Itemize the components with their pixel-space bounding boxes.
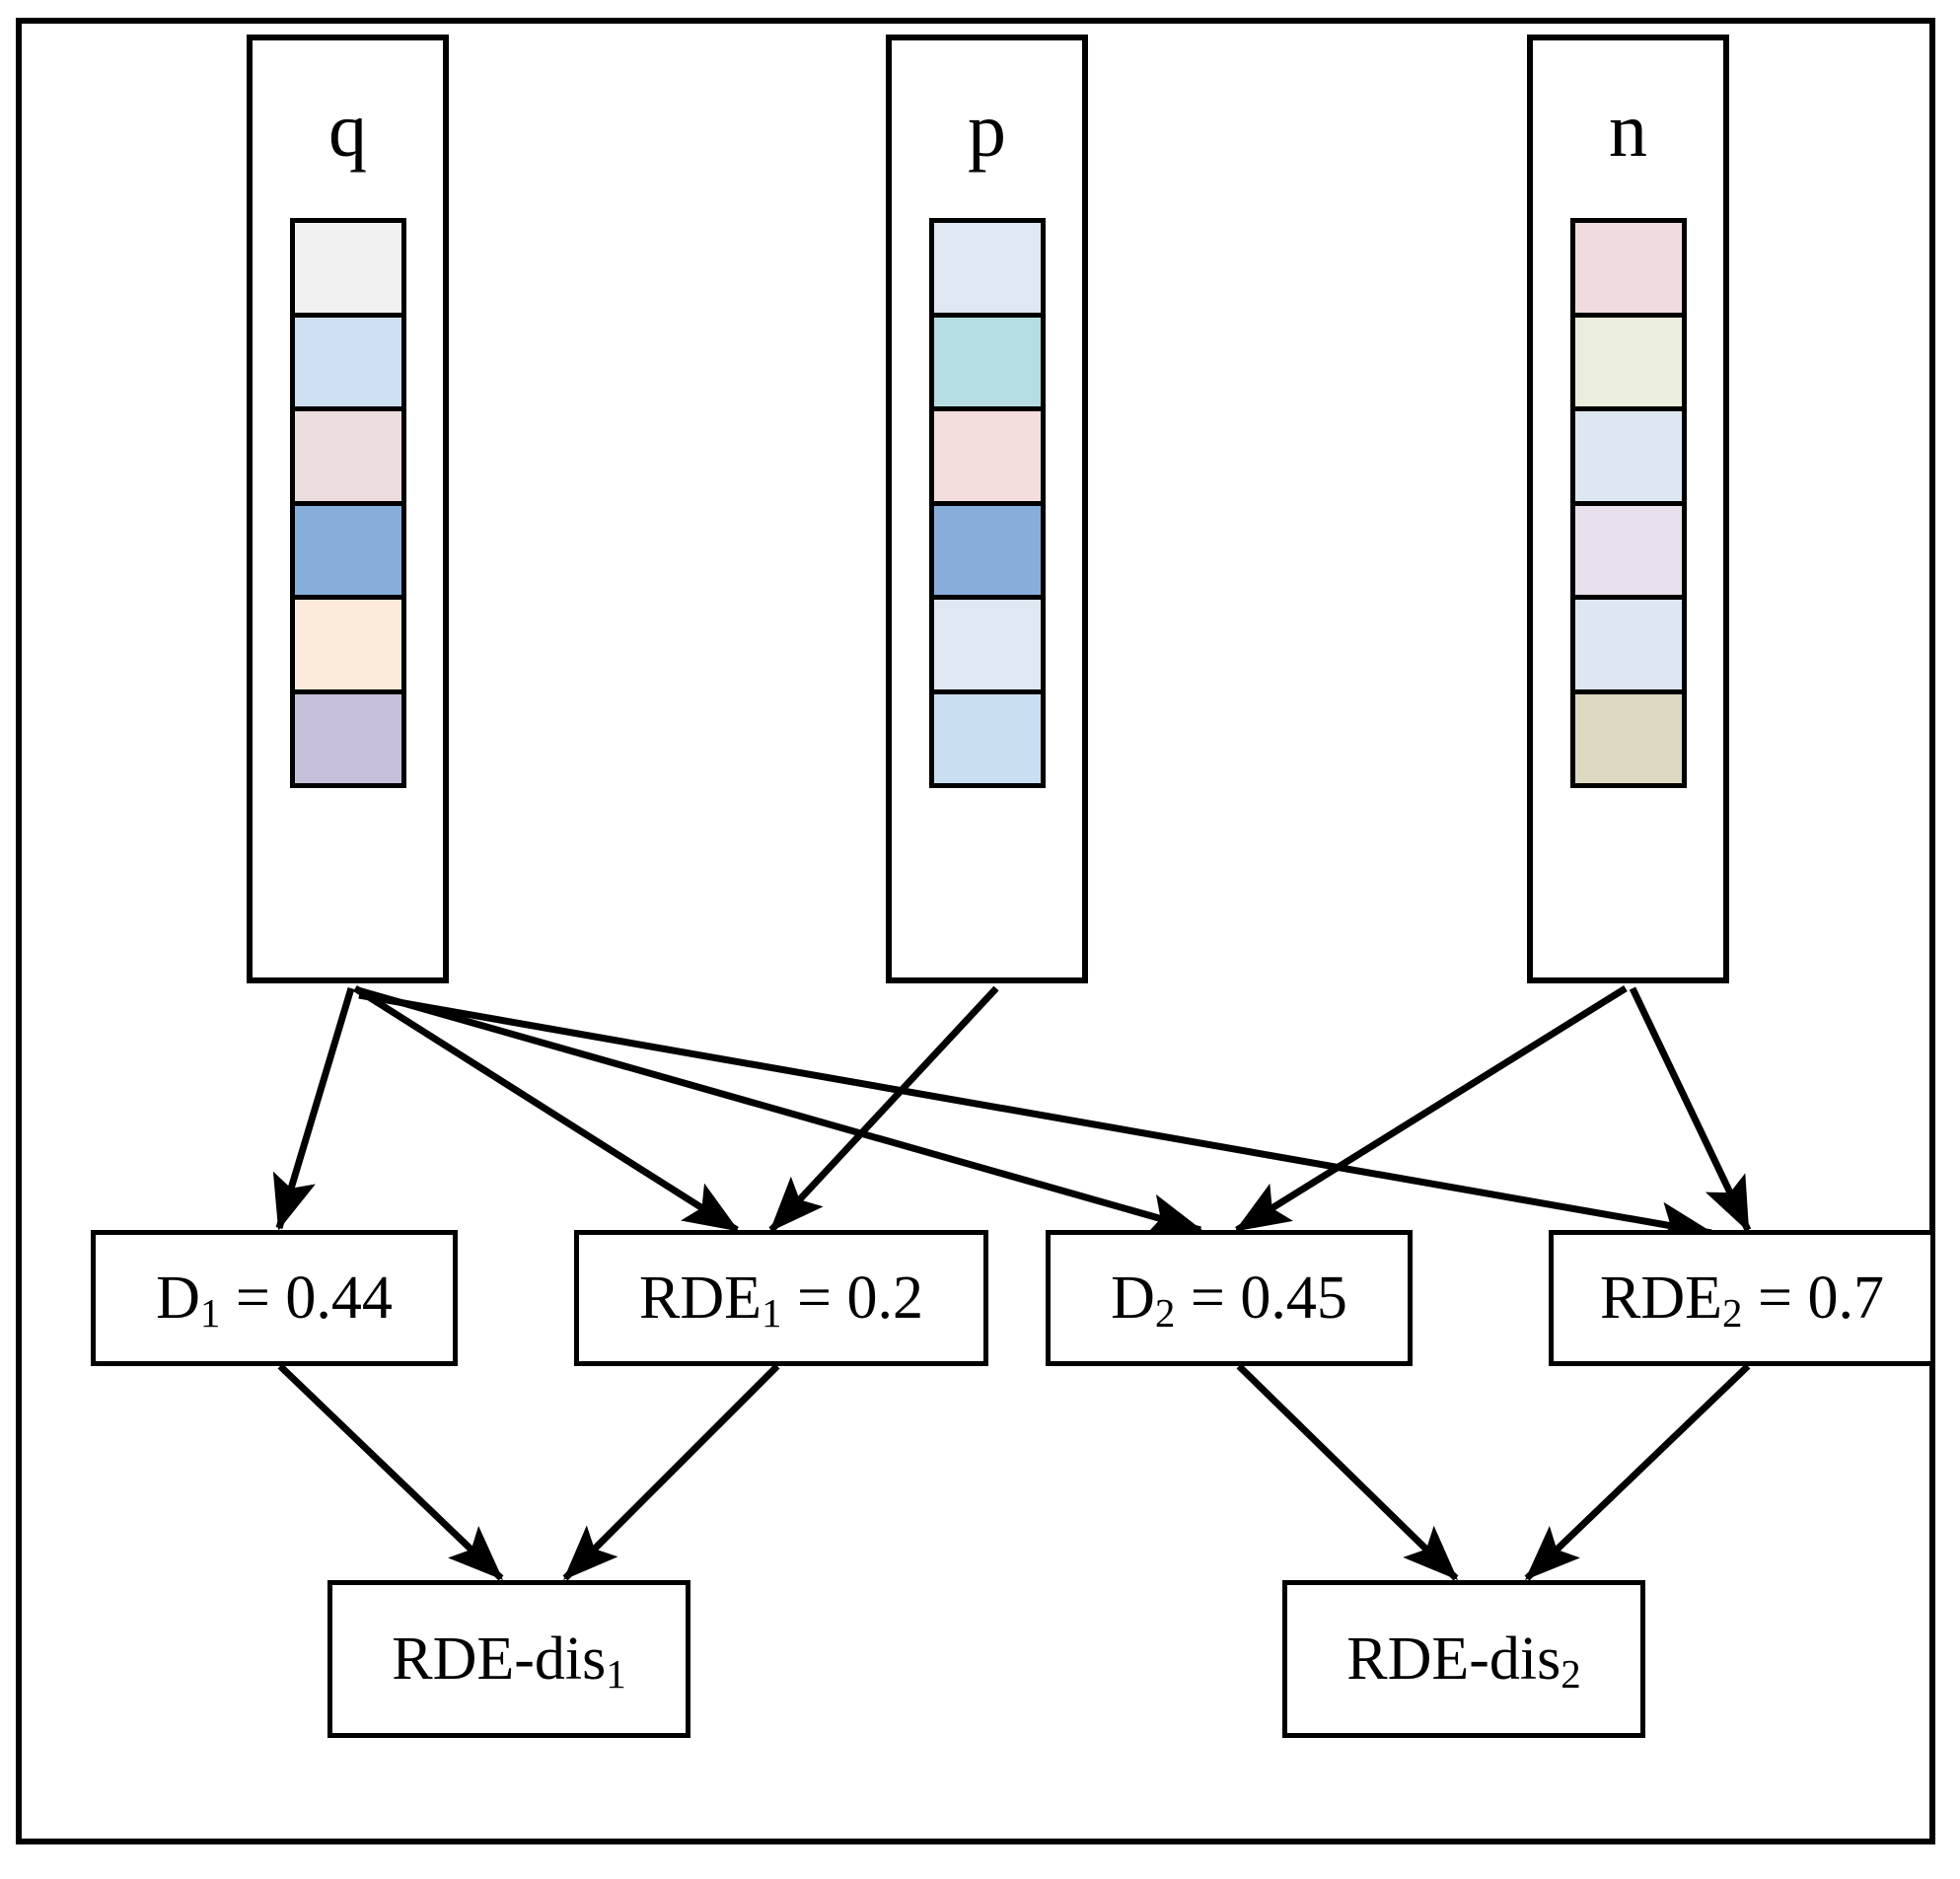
metric-label-rde1: RDE1 = 0.2 <box>639 1265 923 1336</box>
vector-strip-q <box>289 218 406 788</box>
output-box-rdedis2: RDE-dis2 <box>1282 1580 1645 1738</box>
output-box-rdedis1: RDE-dis1 <box>327 1580 690 1738</box>
vector-cell <box>294 223 401 318</box>
vector-cell <box>933 693 1041 783</box>
vector-label-p: p <box>968 87 1006 173</box>
vector-cell <box>933 505 1041 600</box>
vector-label-n: n <box>1609 87 1647 173</box>
vector-cell <box>1574 600 1682 694</box>
vector-column-n: n <box>1527 35 1729 983</box>
output-label-rdedis1: RDE-dis1 <box>392 1626 626 1697</box>
vector-strip-p <box>928 218 1046 788</box>
vector-cell <box>933 223 1041 318</box>
metric-box-rde1: RDE1 = 0.2 <box>574 1230 988 1366</box>
metric-label-d2: D2 = 0.45 <box>1111 1265 1347 1336</box>
vector-cell <box>294 693 401 783</box>
vector-cell <box>1574 223 1682 318</box>
metric-label-rde2: RDE2 = 0.7 <box>1600 1265 1884 1336</box>
metric-label-d1: D1 = 0.44 <box>156 1265 393 1336</box>
output-label-rdedis2: RDE-dis2 <box>1346 1626 1581 1697</box>
vector-cell <box>294 600 401 694</box>
vector-cell <box>1574 317 1682 411</box>
vector-cell <box>1574 505 1682 600</box>
vector-cell <box>933 317 1041 411</box>
vector-column-p: p <box>886 35 1088 983</box>
vector-cell <box>933 411 1041 506</box>
vector-strip-n <box>1569 218 1687 788</box>
vector-cell <box>933 600 1041 694</box>
metric-box-d2: D2 = 0.45 <box>1046 1230 1413 1366</box>
vector-cell <box>1574 411 1682 506</box>
vector-cell <box>294 317 401 411</box>
metric-box-rde2: RDE2 = 0.7 <box>1549 1230 1935 1366</box>
vector-cell <box>294 411 401 506</box>
vector-column-q: q <box>247 35 449 983</box>
vector-cell <box>294 505 401 600</box>
vector-label-q: q <box>328 87 367 173</box>
metric-box-d1: D1 = 0.44 <box>91 1230 458 1366</box>
vector-cell <box>1574 693 1682 783</box>
